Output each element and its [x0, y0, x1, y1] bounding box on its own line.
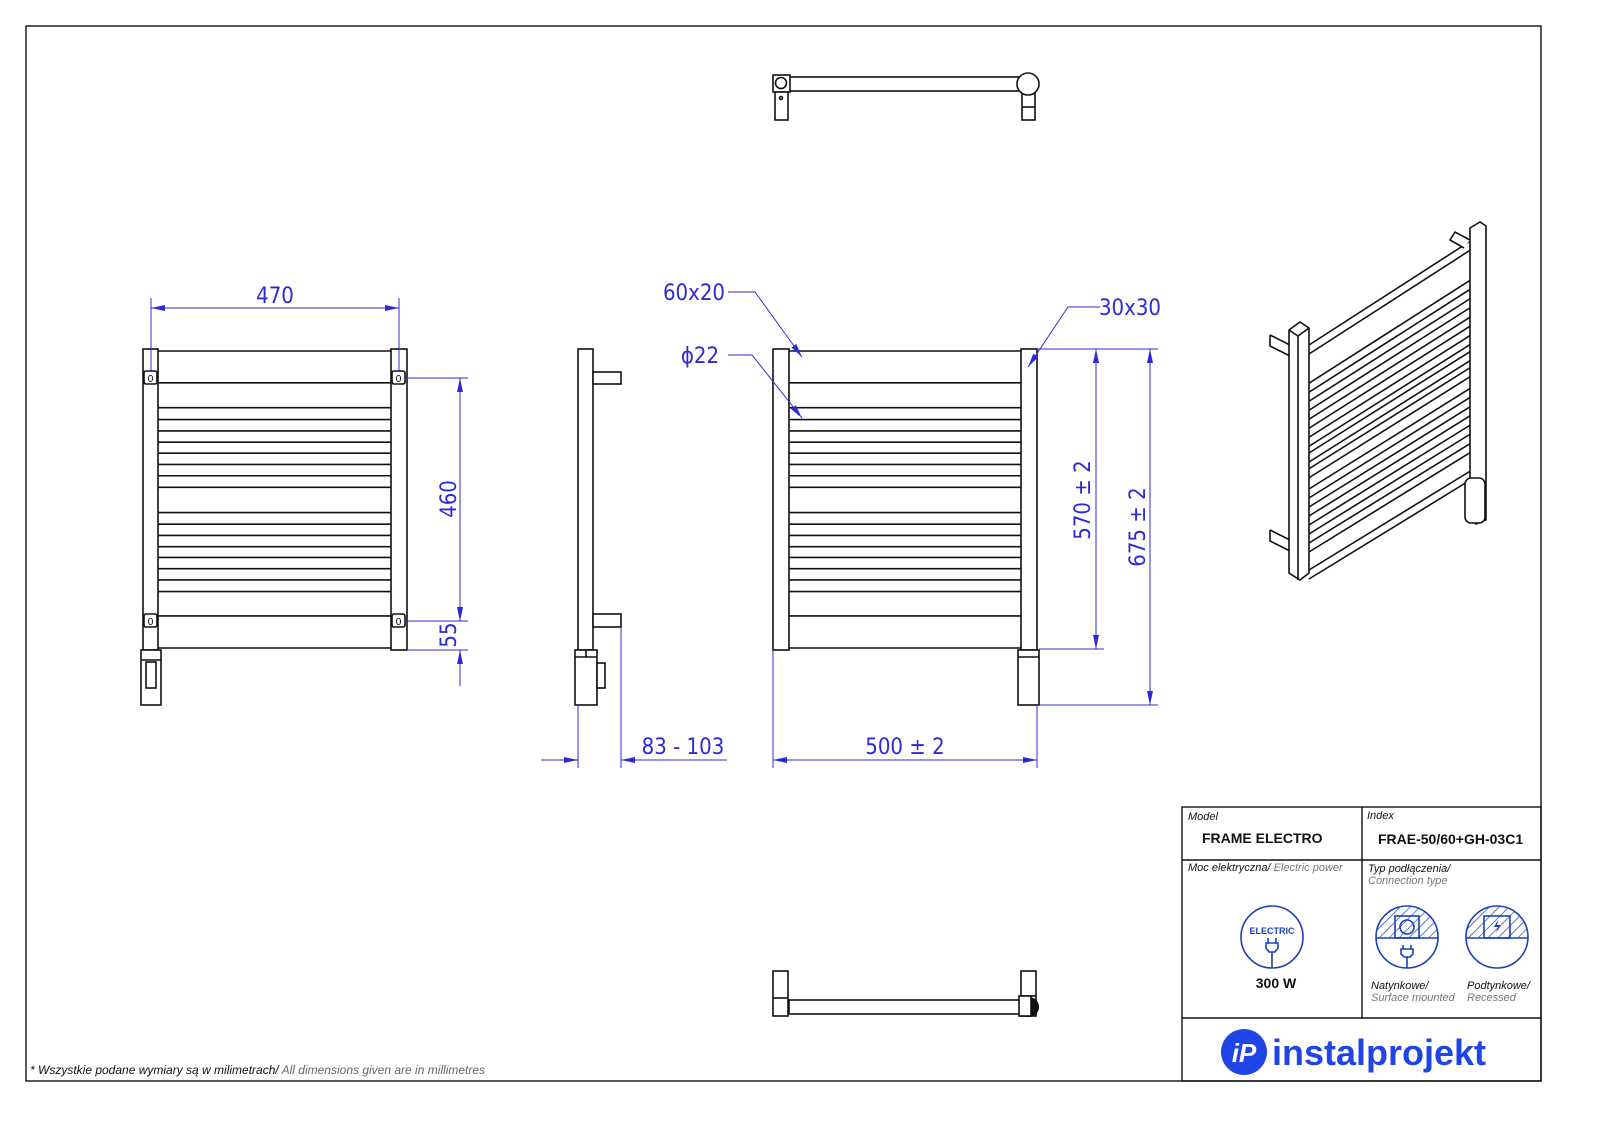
title-block: Model FRAME ELECTRO Index FRAE-50/60+GH-… — [1181, 806, 1542, 1082]
dim-bottom-offset: 55 — [437, 622, 462, 647]
connection-label: Typ podłączenia/ — [1368, 863, 1451, 875]
bracket-mark: 0 — [143, 613, 158, 628]
iso-bar — [1308, 358, 1473, 463]
iso-bar — [1308, 374, 1473, 479]
iso-bar — [1308, 386, 1473, 490]
svg-text:0: 0 — [148, 617, 154, 628]
iso-bar — [1308, 432, 1473, 535]
index-label: Index — [1367, 810, 1394, 822]
label-side-profile: 30x30 — [1099, 296, 1161, 321]
electric-icon: ELECTRIC — [1240, 905, 1304, 969]
label-post-profile: 60x20 — [663, 281, 725, 306]
iso-bar — [1308, 287, 1473, 393]
label-bar-diameter: ϕ22 — [681, 344, 719, 369]
svg-text:instalprojekt: instalprojekt — [1272, 1032, 1486, 1073]
footnote-pl: * Wszystkie podane wymiary są w milimetr… — [30, 1063, 280, 1077]
iso-bar — [1308, 278, 1473, 384]
front-view-with-brackets: 0 0 0 0 470 460 55 — [140, 284, 468, 706]
isometric-view — [1269, 221, 1487, 581]
dim-width-470: 470 — [256, 284, 294, 309]
svg-text:0: 0 — [396, 374, 402, 385]
model-label: Model — [1188, 811, 1219, 823]
top-view — [772, 72, 1040, 121]
iso-bar — [1308, 450, 1473, 553]
index-value: FRAE-50/60+GH-03C1 — [1378, 831, 1523, 847]
iso-bar — [1308, 395, 1473, 499]
dim-overall-height: 675 ± 2 — [1126, 487, 1151, 567]
power-value: 300 W — [1256, 975, 1297, 991]
iso-bar — [1308, 349, 1473, 454]
svg-text:iP: iP — [1232, 1038, 1257, 1068]
footnote-en: All dimensions given are in millimetres — [279, 1063, 485, 1077]
svg-text:0: 0 — [396, 617, 402, 628]
bracket-mark: 0 — [391, 370, 406, 385]
iso-bar — [1308, 315, 1473, 420]
iso-bar — [1308, 239, 1473, 346]
footnote: * Wszystkie podane wymiary są w milimetr… — [30, 1063, 485, 1077]
surface-label: Natynkowe/ — [1371, 980, 1429, 992]
svg-text:0: 0 — [148, 374, 154, 385]
drawing-border — [25, 25, 1542, 1082]
recessed-icon — [1465, 905, 1529, 969]
iso-bar — [1308, 413, 1473, 517]
iso-bar — [1308, 324, 1473, 429]
power-label: Moc elektryczna/ — [1188, 862, 1271, 874]
iso-bar — [1308, 365, 1473, 470]
recessed-label: Podtynkowe/ — [1467, 980, 1531, 992]
side-view: 83 - 103 — [541, 348, 727, 768]
iso-bar — [1308, 404, 1473, 508]
iso-bar — [1308, 296, 1473, 402]
model-value: FRAME ELECTRO — [1202, 830, 1323, 846]
iso-bar — [1308, 478, 1473, 580]
iso-bar — [1308, 441, 1473, 544]
iso-bar — [1308, 333, 1473, 438]
svg-text:Moc elektryczna/ Electric powe: Moc elektryczna/ Electric power — [1188, 862, 1344, 874]
recessed-label-en: Recessed — [1467, 992, 1517, 1004]
dim-overall-width: 500 ± 2 — [865, 735, 945, 760]
power-label-en: Electric power — [1271, 862, 1344, 874]
brand-logo: iP instalprojekt — [1221, 1029, 1486, 1075]
svg-text:ELECTRIC: ELECTRIC — [1250, 926, 1296, 936]
surface-mounted-socket-icon — [1375, 905, 1439, 969]
iso-bar — [1308, 342, 1473, 447]
iso-bar — [1308, 248, 1473, 355]
dim-wall-distance: 83 - 103 — [642, 735, 725, 760]
iso-bar — [1308, 305, 1473, 411]
connection-label-en: Connection type — [1368, 875, 1448, 887]
bracket-mark: 0 — [143, 370, 158, 385]
front-view-main: 500 ± 2 570 ± 2 675 ± 2 60x20 ϕ22 30x30 — [663, 281, 1161, 768]
bracket-mark: 0 — [391, 613, 406, 628]
bottom-view — [772, 970, 1039, 1017]
surface-label-en: Surface mounted — [1371, 992, 1456, 1004]
iso-bar — [1308, 469, 1473, 571]
dim-bracket-spacing: 460 — [437, 480, 462, 518]
iso-bar — [1308, 423, 1473, 526]
dim-bracket-height: 570 ± 2 — [1071, 460, 1096, 540]
